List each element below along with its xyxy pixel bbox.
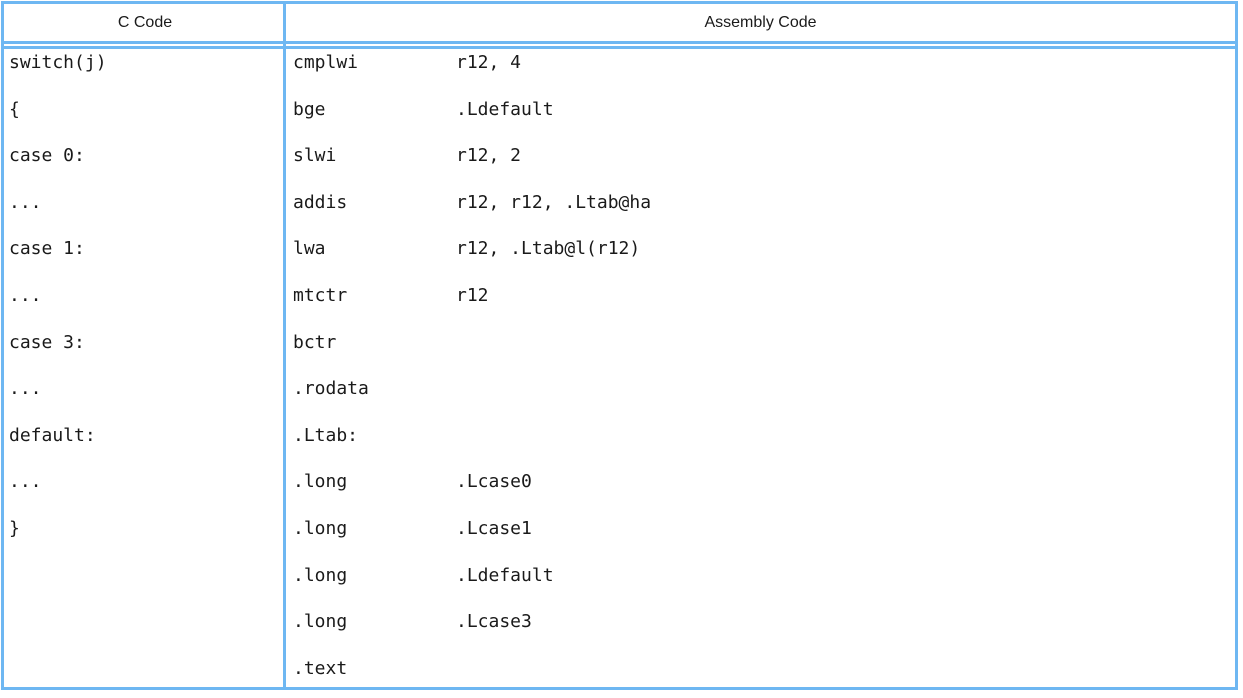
assembly-operands: r12, 2 — [456, 145, 522, 167]
assembly-line: .Ltab: — [293, 424, 1235, 471]
assembly-line: addis r12, r12, .Ltab@ha — [293, 191, 1235, 238]
assembly-mnemonic: .text — [293, 657, 348, 679]
assembly-mnemonic: bge — [293, 98, 326, 120]
assembly-mnemonic: cmplwi — [293, 52, 359, 73]
c-code-line: ... — [9, 378, 42, 400]
c-code-line: case 3: — [9, 331, 85, 353]
header-rule-top — [4, 41, 1235, 44]
assembly-mnemonic: slwi — [293, 145, 337, 167]
assembly-code-column: cmplwi r12, 4 bge .Ldefault slwi r12, 2 addis r… — [286, 49, 1235, 687]
assembly-line: bge .Ldefault — [293, 98, 1235, 145]
assembly-line: .long .Ldefault — [293, 564, 1235, 611]
assembly-operands: r12 — [456, 284, 489, 306]
c-code-line: ... — [9, 284, 42, 306]
table-header-row: C Code Assembly Code — [4, 4, 1235, 41]
c-code-line: { — [9, 98, 20, 120]
c-code-line: case 0: — [9, 145, 85, 167]
assembly-operands: .Lcase0 — [456, 471, 532, 493]
assembly-operands: r12, r12, .Ltab@ha — [456, 191, 652, 213]
c-code-column: switch(j) { case 0:... case 1:... case 3:...… — [4, 49, 286, 687]
header-rule-bottom — [4, 46, 1235, 49]
assembly-operands: .Lcase1 — [456, 517, 532, 539]
assembly-mnemonic: .long — [293, 564, 348, 586]
c-code-line: switch(j) — [9, 52, 107, 73]
assembly-line: cmplwi r12, 4 — [293, 51, 1235, 98]
assembly-operands: r12, .Ltab@l(r12) — [456, 238, 641, 260]
assembly-mnemonic: .long — [293, 471, 348, 493]
c-code-line: } — [9, 517, 20, 539]
c-code-column-header: C Code — [117, 13, 173, 31]
assembly-operands: .Ldefault — [456, 564, 554, 586]
assembly-mnemonic: addis — [293, 191, 348, 213]
assembly-operands: .Ldefault — [456, 98, 554, 120]
assembly-mnemonic: .Ltab: — [293, 424, 359, 446]
assembly-code-column-header: Assembly Code — [704, 13, 817, 31]
assembly-mnemonic: .rodata — [293, 378, 369, 400]
assembly-line: .text — [293, 657, 1235, 687]
assembly-line: .long .Lcase3 — [293, 610, 1235, 657]
assembly-mnemonic: bctr — [293, 331, 337, 353]
table-body: switch(j) { case 0:... case 1:... case 3:...… — [4, 49, 1235, 687]
assembly-line: bctr — [293, 331, 1235, 378]
c-code-line: ... — [9, 191, 42, 213]
assembly-mnemonic: .long — [293, 517, 348, 539]
assembly-operands: .Lcase3 — [456, 611, 532, 633]
assembly-mnemonic: .long — [293, 611, 348, 633]
assembly-line: .long .Lcase0 — [293, 470, 1235, 517]
assembly-mnemonic: mtctr — [293, 284, 348, 306]
assembly-line: slwi r12, 2 — [293, 144, 1235, 191]
assembly-line: .long .Lcase1 — [293, 517, 1235, 564]
assembly-line: mtctr r12 — [293, 284, 1235, 331]
assembly-mnemonic: lwa — [293, 238, 326, 260]
column-divider — [283, 4, 286, 687]
assembly-line: .rodata — [293, 377, 1235, 424]
c-code-line: ... — [9, 471, 42, 493]
c-code-line: default: — [9, 424, 96, 446]
assembly-line: lwa r12, .Ltab@l(r12) — [293, 237, 1235, 284]
assembly-operands: r12, 4 — [456, 52, 522, 73]
header-double-rule — [4, 41, 1235, 49]
c-code-line: case 1: — [9, 238, 85, 260]
